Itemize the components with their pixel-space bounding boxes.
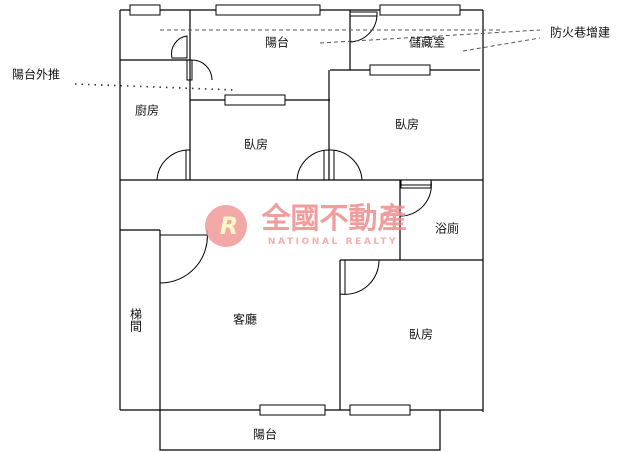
doors (156, 11, 432, 295)
watermark-name-en: NATIONAL REALTY (268, 237, 398, 247)
label-bedroom-2: 臥房 (395, 117, 419, 132)
labels: 陽台 儲藏室 防火巷增建 陽台外推 廚房 臥房 臥房 浴廁 梯間 客廳 臥房 陽… (12, 25, 610, 442)
windows (129, 4, 461, 416)
label-balcony-bottom: 陽台 (253, 427, 277, 442)
logo-letter: R (220, 212, 238, 240)
label-bathroom: 浴廁 (435, 221, 459, 236)
label-balcony-extended: 陽台外推 (12, 67, 60, 82)
logo-circle (205, 205, 247, 247)
label-kitchen: 廚房 (135, 103, 159, 118)
label-balcony-top: 陽台 (265, 35, 289, 50)
label-living-room: 客廳 (233, 312, 257, 327)
label-bedroom-3: 臥房 (409, 327, 433, 342)
label-fire-lane-extension: 防火巷增建 (550, 25, 610, 40)
label-bedroom-1: 臥房 (244, 137, 268, 152)
annotation-lines (74, 29, 541, 91)
watermark-name-zh: 全國不動產 (260, 201, 406, 235)
label-stairwell: 梯間 (129, 308, 143, 332)
watermark-logo: R 全國不動產 NATIONAL REALTY (205, 201, 407, 247)
label-storage: 儲藏室 (409, 35, 445, 50)
